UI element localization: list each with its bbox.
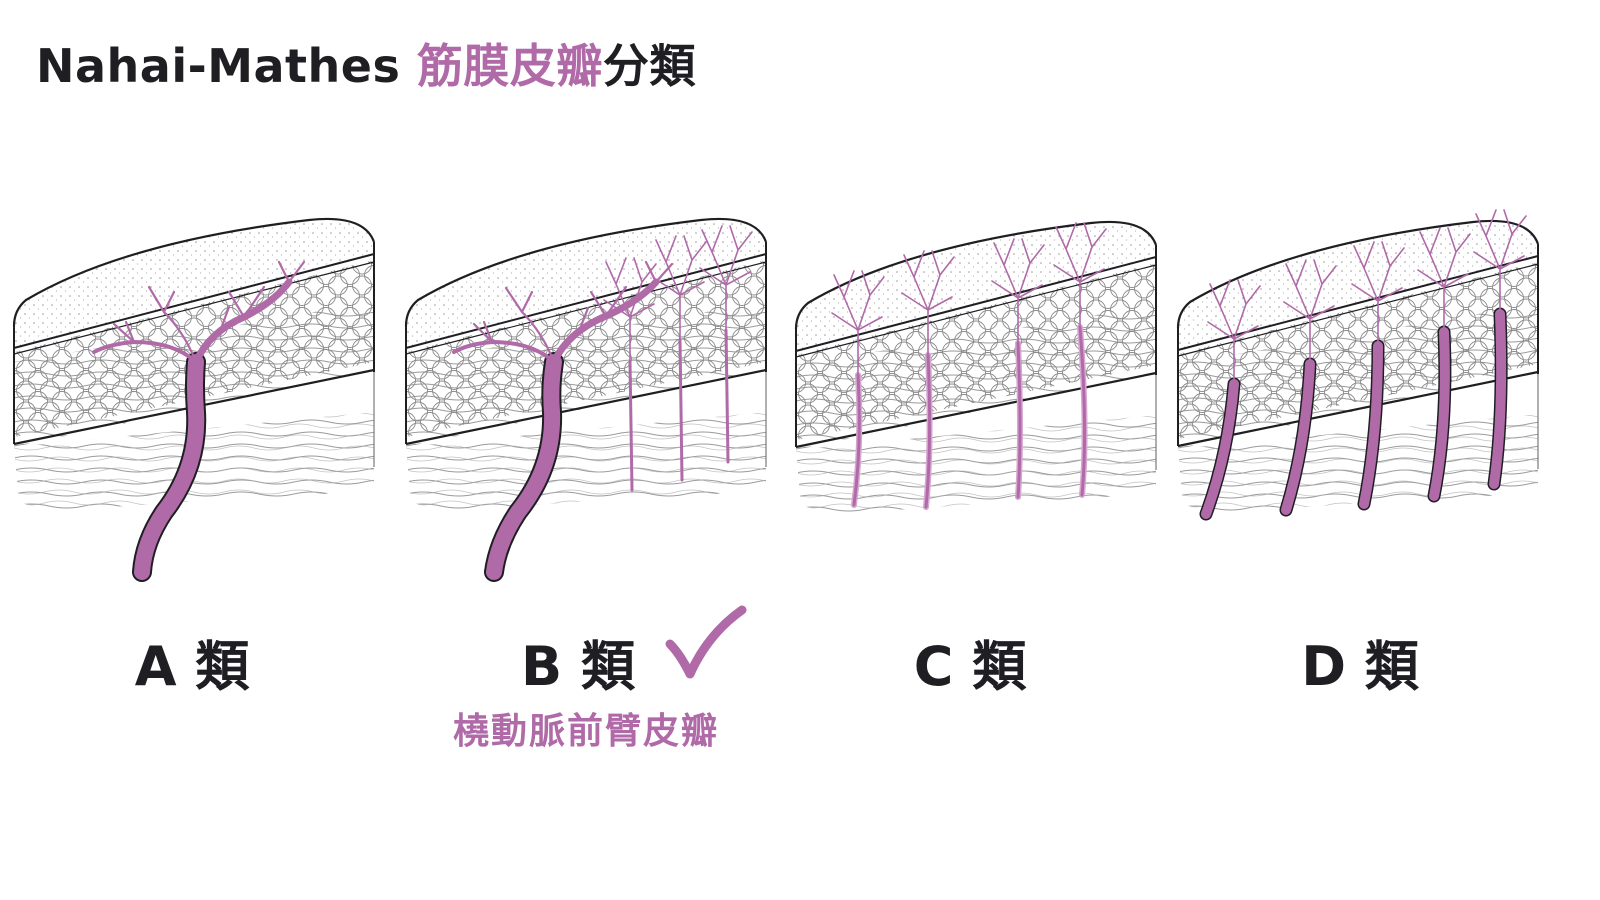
label-a: A 類 xyxy=(134,635,250,698)
page-title: Nahai-Mathes 筋膜皮瓣分類 xyxy=(36,30,696,96)
label-b: B 類 xyxy=(521,635,635,698)
panel-a-diagram xyxy=(12,217,376,582)
title-accent: 筋膜皮瓣 xyxy=(416,39,603,93)
label-b-subtitle: 橈動脈前臂皮瓣 xyxy=(452,711,720,752)
title-prefix: Nahai-Mathes xyxy=(36,39,417,93)
label-d: D 類 xyxy=(1301,635,1419,698)
checkmark-icon xyxy=(665,605,747,679)
panel-b-diagram xyxy=(404,217,768,582)
panel-d-diagram xyxy=(1176,209,1540,521)
label-c: C 類 xyxy=(913,635,1027,698)
title-suffix: 分類 xyxy=(602,39,696,93)
panel-c-diagram xyxy=(794,220,1158,514)
